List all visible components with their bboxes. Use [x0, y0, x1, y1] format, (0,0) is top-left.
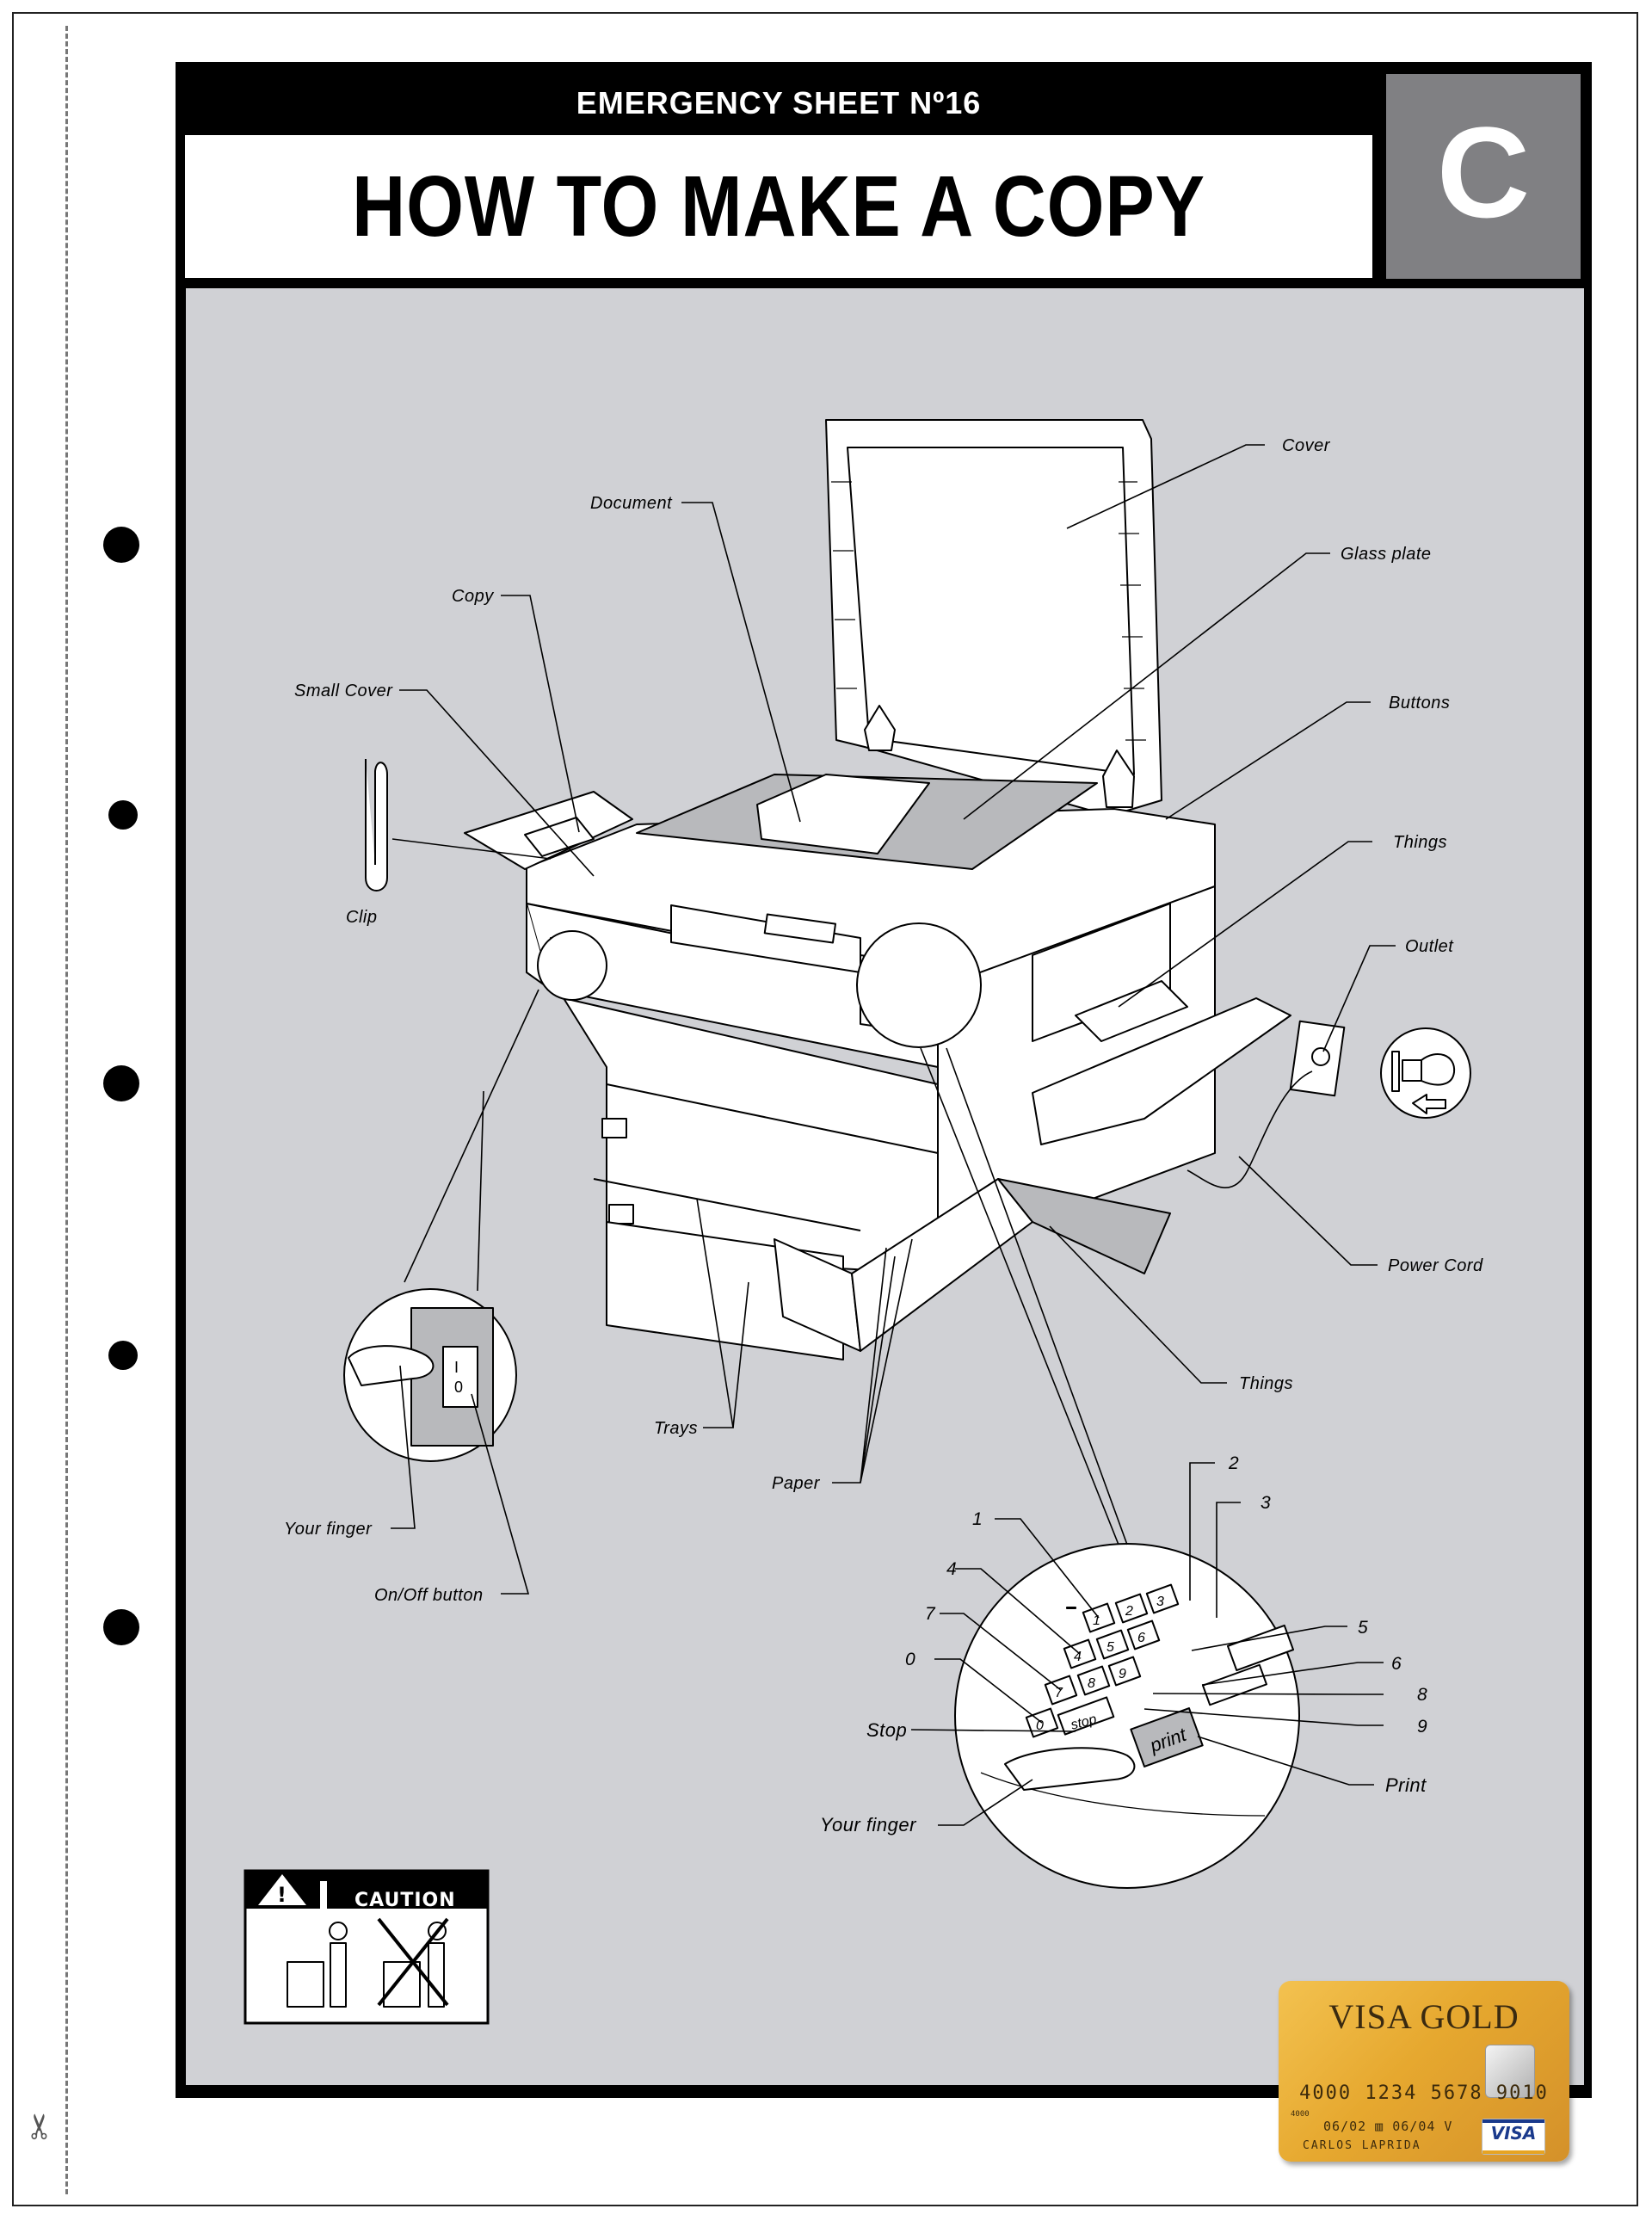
label-outlet: Outlet	[1405, 937, 1454, 956]
card-dates: 06/02 ▥ 06/04 V	[1323, 2119, 1453, 2134]
callout-8: 8	[1417, 1685, 1427, 1705]
key-4: 4	[1074, 1650, 1082, 1664]
key-7: 7	[1055, 1686, 1063, 1700]
callout-1: 1	[972, 1509, 983, 1529]
label-print: Print	[1385, 1774, 1427, 1796]
leader-lines	[391, 444, 1396, 1826]
callout-labels: Cover Document Glass plate Copy Buttons …	[284, 436, 1483, 1835]
section-letter: C	[1436, 100, 1531, 244]
callout-7: 7	[925, 1604, 936, 1624]
unplug-icon	[1380, 1027, 1471, 1119]
label-your-finger-left: Your finger	[284, 1520, 373, 1539]
card-prefix: 4000	[1291, 2110, 1310, 2119]
card-holder-name: CARLOS LAPRIDA	[1303, 2139, 1421, 2152]
card-hologram	[1485, 2045, 1535, 2098]
visa-gold-card: VISA GOLD 4000 1234 5678 9010 4000 06/02…	[1279, 1981, 1569, 2162]
keypad-zoom: 1 2 3 4 5 6 7 8 9 0 stop print	[920, 1047, 1300, 1889]
title-box: HOW TO MAKE A COPY	[185, 135, 1372, 278]
label-trays: Trays	[654, 1419, 698, 1438]
caution-sign: ! CAUTION	[243, 1869, 490, 2025]
label-buttons: Buttons	[1389, 694, 1450, 713]
card-title: VISA GOLD	[1328, 1997, 1519, 2036]
label-power-cord: Power Cord	[1388, 1256, 1483, 1275]
binder-hole	[108, 1341, 138, 1370]
callout-5: 5	[1358, 1618, 1368, 1638]
page-border	[12, 12, 1638, 2206]
label-on-off-button: On/Off button	[374, 1586, 484, 1605]
key-9: 9	[1119, 1667, 1126, 1681]
perforation-line	[65, 26, 68, 2194]
label-cover: Cover	[1282, 436, 1331, 455]
label-things-bottom: Things	[1239, 1374, 1293, 1393]
switch-on-glyph: I	[454, 1359, 459, 1376]
label-your-finger-keypad: Your finger	[820, 1814, 917, 1835]
callout-6: 6	[1391, 1654, 1402, 1674]
label-glass-plate: Glass plate	[1341, 545, 1432, 564]
key-0: 0	[1036, 1718, 1044, 1733]
label-clip: Clip	[346, 908, 377, 927]
switch-zoom: I 0	[343, 989, 539, 1462]
visa-logo: VISA	[1482, 2119, 1545, 2155]
copier-illustration	[365, 419, 1346, 1360]
label-copy: Copy	[452, 587, 494, 606]
caution-label: CAUTION	[354, 1890, 456, 1911]
binder-hole	[103, 527, 139, 563]
callout-2: 2	[1228, 1453, 1239, 1473]
key-1: 1	[1093, 1613, 1100, 1628]
label-small-cover: Small Cover	[294, 682, 393, 700]
label-things-top: Things	[1393, 833, 1447, 852]
sheet-number-label: EMERGENCY SHEET Nº16	[576, 85, 982, 120]
key-8: 8	[1088, 1676, 1095, 1691]
binder-hole	[103, 1065, 139, 1101]
card-number: 4000 1234 5678 9010	[1299, 2082, 1549, 2104]
label-paper: Paper	[772, 1474, 821, 1493]
callout-3: 3	[1261, 1493, 1271, 1513]
section-tab: C	[1386, 74, 1581, 279]
callout-4: 4	[946, 1559, 957, 1579]
key-6: 6	[1137, 1631, 1145, 1645]
page-title: HOW TO MAKE A COPY	[352, 158, 1205, 255]
label-document: Document	[590, 494, 673, 513]
key-3: 3	[1156, 1595, 1164, 1609]
callout-0: 0	[905, 1650, 915, 1669]
label-stop: Stop	[866, 1719, 907, 1741]
key-5: 5	[1106, 1640, 1114, 1655]
warning-icon: !	[277, 1883, 287, 1907]
key-2: 2	[1125, 1604, 1133, 1619]
binder-hole	[103, 1609, 139, 1645]
callout-9: 9	[1417, 1717, 1427, 1737]
visa-brand-text: VISA	[1490, 2123, 1537, 2144]
switch-off-glyph: 0	[454, 1379, 463, 1396]
binder-hole	[108, 800, 138, 830]
